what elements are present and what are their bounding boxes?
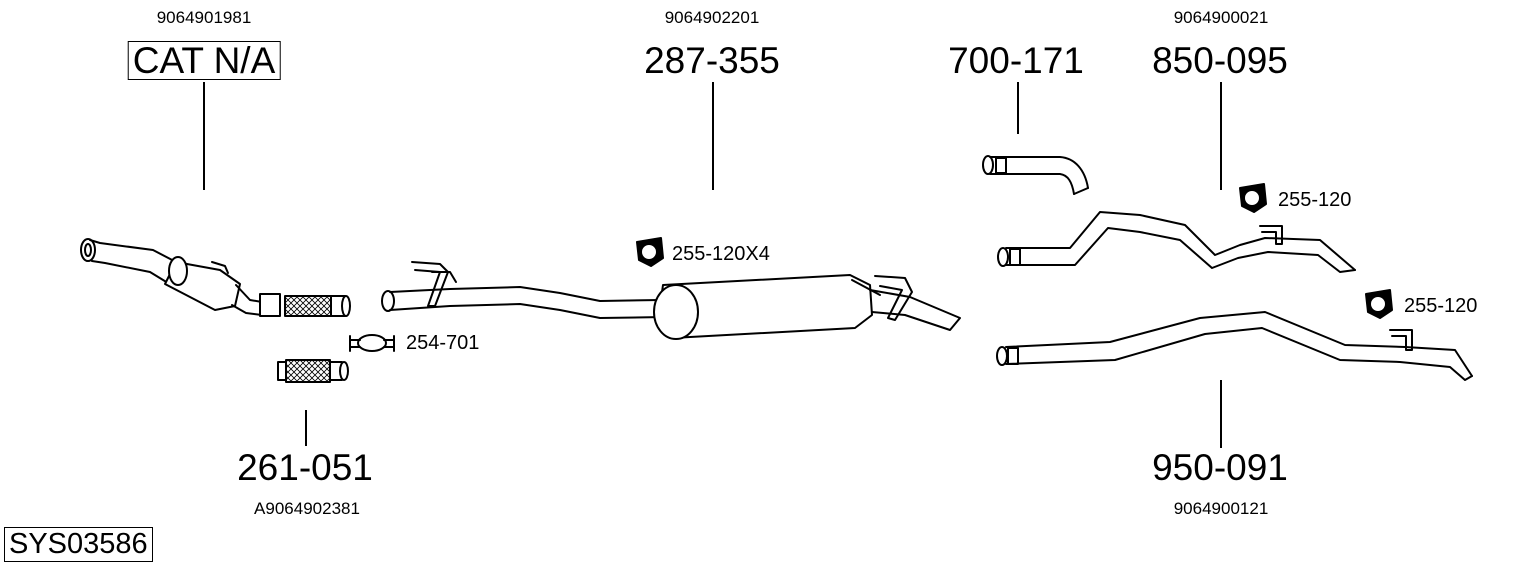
hanger-label-middle[interactable]: 255-120X4 [672,243,770,265]
oe-number-cat: 9064901981 [156,8,252,27]
tailpipe-upper-drawing [997,211,1356,273]
leader-line-tail-upper [1220,82,1222,190]
part-label-tail-upper[interactable]: 850-095 [1152,40,1288,81]
leader-line-cat [203,82,205,190]
flex-pipe-drawing [277,359,349,383]
catalytic-converter-drawing [80,238,351,317]
clamp-label[interactable]: 254-701 [406,332,480,354]
oe-number-flex: A9064902381 [254,499,360,518]
part-label-middle[interactable]: 287-355 [644,40,780,81]
leader-line-middle [712,82,714,190]
leader-line-tail-lower [1220,380,1222,448]
leader-line-flex [305,410,307,446]
hanger-label-upper[interactable]: 255-120 [1278,189,1352,211]
hanger-label-lower[interactable]: 255-120 [1404,295,1478,317]
tailpipe-lower-drawing [996,311,1473,381]
hanger-icon-lower [1365,289,1393,319]
hanger-icon-middle [636,237,664,267]
clamp-drawing [349,334,395,352]
leader-line-tail-short [1017,82,1019,134]
tailpipe-short-drawing [982,155,1089,195]
oe-number-middle: 9064902201 [664,8,760,27]
oe-number-tail-upper: 9064900021 [1173,8,1269,27]
system-code: SYS03586 [4,527,153,562]
hanger-icon-upper [1239,183,1267,213]
part-label-tail-short[interactable]: 700-171 [948,40,1084,81]
part-label-cat[interactable]: CAT N/A [127,41,281,80]
part-label-tail-lower[interactable]: 950-091 [1152,447,1288,488]
part-label-flex[interactable]: 261-051 [237,447,373,488]
oe-number-tail-lower: 9064900121 [1173,499,1269,518]
middle-silencer-drawing [381,261,961,340]
